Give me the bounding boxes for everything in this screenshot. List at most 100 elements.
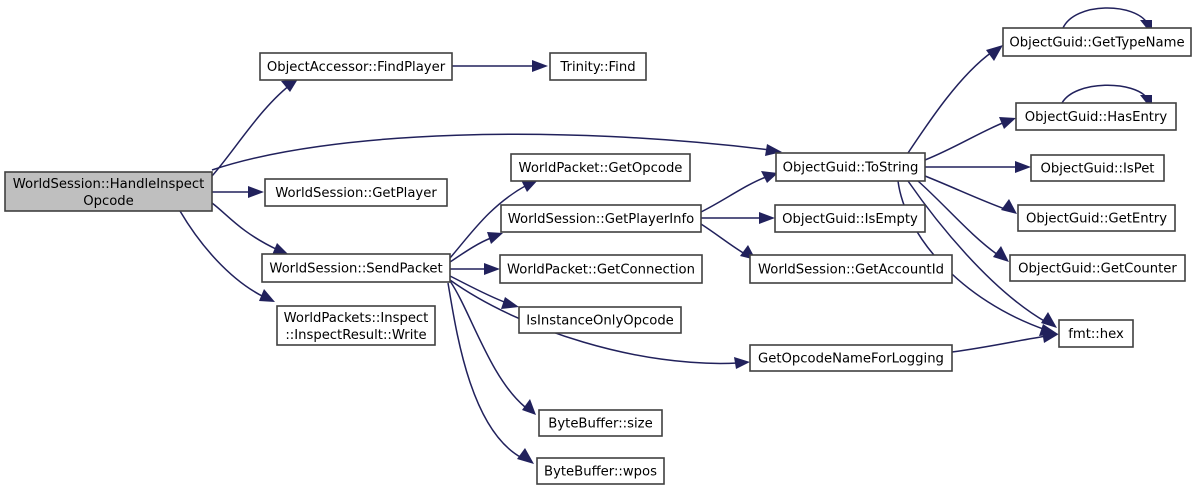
node-label-findplayer: ObjectAccessor::FindPlayer xyxy=(267,60,446,75)
node-box-ispet[interactable] xyxy=(1030,154,1165,182)
edge-sendpacket-to-getplayerinfo xyxy=(449,237,492,263)
edge-root-to-findplayer xyxy=(211,81,295,177)
edge-tostring-to-fmthex xyxy=(907,180,1047,323)
node-ispet[interactable]: ObjectGuid::IsPet xyxy=(1030,154,1165,182)
arrowhead-root-to-findplayer xyxy=(281,79,298,92)
edge-opcodename-to-fmthex xyxy=(951,335,1048,353)
arrowhead-tostring-to-getcounter xyxy=(993,246,1009,262)
edge-root-to-inspwrite xyxy=(179,210,265,298)
node-label-isinstance: IsInstanceOnlyOpcode xyxy=(526,314,674,329)
node-getcounter[interactable]: ObjectGuid::GetCounter xyxy=(1009,254,1186,282)
edge-tostring-to-typename xyxy=(907,51,993,154)
arrowhead-sendpacket-to-bbwpos xyxy=(517,448,534,464)
node-label-getconn: WorldPacket::GetConnection xyxy=(507,263,695,278)
node-label-tostring: ObjectGuid::ToString xyxy=(783,161,919,176)
node-label-accountid: WorldSession::GetAccountId xyxy=(758,263,944,278)
node-bbwpos[interactable]: ByteBuffer::wpos xyxy=(536,457,665,485)
node-box-getplayerinfo[interactable] xyxy=(500,204,702,233)
node-box-trinityfind[interactable] xyxy=(549,52,647,81)
node-label-getentry: ObjectGuid::GetEntry xyxy=(1026,212,1167,227)
node-box-getcounter[interactable] xyxy=(1009,254,1186,282)
edges-layer xyxy=(179,7,1152,464)
node-box-bbsize[interactable] xyxy=(538,409,663,437)
node-fmthex[interactable]: fmt::hex xyxy=(1058,319,1134,348)
arrowhead-root-to-getplayer xyxy=(248,186,264,198)
node-box-findplayer[interactable] xyxy=(259,52,453,81)
node-isinstance[interactable]: IsInstanceOnlyOpcode xyxy=(518,306,682,334)
node-label-hasentry: ObjectGuid::HasEntry xyxy=(1025,110,1168,125)
edge-sendpacket-to-getopcode xyxy=(449,184,528,259)
node-label-getopcode: WorldPacket::GetOpcode xyxy=(519,161,683,176)
node-label-inspwrite-line2: ::InspectResult::Write xyxy=(285,328,426,343)
arrowhead-tostring-to-typename xyxy=(986,45,1003,61)
node-box-accountid[interactable] xyxy=(749,254,953,284)
arrowhead-sendpacket-to-getopcode xyxy=(521,180,538,192)
arrowhead-getplayerinfo-to-tostring xyxy=(761,171,778,183)
arrowhead-getplayerinfo-to-isempty xyxy=(759,212,775,224)
arrowhead-sendpacket-to-bbsize xyxy=(522,399,536,415)
node-getentry[interactable]: ObjectGuid::GetEntry xyxy=(1017,204,1176,232)
node-box-isempty[interactable] xyxy=(774,204,926,233)
edge-hasentry-to-hasentry xyxy=(1061,84,1149,104)
node-getplayer[interactable]: WorldSession::GetPlayer xyxy=(264,178,448,207)
edge-tostring-to-getcounter xyxy=(917,180,999,256)
node-inspwrite[interactable]: WorldPackets::Inspect::InspectResult::Wr… xyxy=(276,305,436,346)
node-opcodename[interactable]: GetOpcodeNameForLogging xyxy=(749,344,953,372)
edge-getplayerinfo-to-accountid xyxy=(700,223,746,255)
node-label-getplayer: WorldSession::GetPlayer xyxy=(275,186,437,201)
edge-typename-to-typename xyxy=(1062,7,1149,29)
node-label-sendpacket: WorldSession::SendPacket xyxy=(269,262,442,277)
edge-sendpacket-to-bbsize xyxy=(449,280,526,408)
node-hasentry[interactable]: ObjectGuid::HasEntry xyxy=(1015,102,1177,131)
arrowhead-tostring-to-ispet xyxy=(1015,161,1031,173)
node-box-getentry[interactable] xyxy=(1017,204,1176,232)
node-label-opcodename: GetOpcodeNameForLogging xyxy=(758,352,944,367)
node-box-getopcode[interactable] xyxy=(510,153,691,182)
node-tostring[interactable]: ObjectGuid::ToString xyxy=(775,152,926,182)
edge-sendpacket-to-bbwpos xyxy=(447,282,523,459)
arrowhead-sendpacket-to-isinstance xyxy=(501,297,519,309)
node-label-getcounter: ObjectGuid::GetCounter xyxy=(1018,262,1177,277)
edge-sendpacket-to-isinstance xyxy=(449,275,508,304)
node-box-root[interactable] xyxy=(4,171,213,212)
node-box-tostring[interactable] xyxy=(775,152,926,182)
edge-sendpacket-to-opcodename xyxy=(449,279,739,365)
node-sendpacket[interactable]: WorldSession::SendPacket xyxy=(261,253,451,283)
node-box-fmthex[interactable] xyxy=(1058,319,1134,348)
node-label-root-line2: Opcode xyxy=(83,194,134,209)
arrowhead-tostring-to-hasentry xyxy=(999,117,1016,129)
node-label-bbwpos: ByteBuffer::wpos xyxy=(544,465,657,480)
node-label-typename: ObjectGuid::GetTypeName xyxy=(1009,36,1184,51)
node-findplayer[interactable]: ObjectAccessor::FindPlayer xyxy=(259,52,453,81)
node-box-inspwrite[interactable] xyxy=(276,305,436,346)
node-label-fmthex: fmt::hex xyxy=(1068,327,1124,342)
node-box-getconn[interactable] xyxy=(499,254,703,284)
arrowhead-opcodename-to-fmthex xyxy=(1042,331,1059,343)
node-getopcode[interactable]: WorldPacket::GetOpcode xyxy=(510,153,691,182)
edge-getplayerinfo-to-tostring xyxy=(700,176,767,213)
node-typename[interactable]: ObjectGuid::GetTypeName xyxy=(1002,27,1192,57)
node-getconn[interactable]: WorldPacket::GetConnection xyxy=(499,254,703,284)
node-label-isempty: ObjectGuid::IsEmpty xyxy=(782,212,918,227)
node-box-getplayer[interactable] xyxy=(264,178,448,207)
node-box-isinstance[interactable] xyxy=(518,306,682,334)
edge-tostring-to-getentry xyxy=(924,175,1006,210)
edge-root-to-sendpacket xyxy=(211,202,279,251)
node-getplayerinfo[interactable]: WorldSession::GetPlayerInfo xyxy=(500,204,702,233)
node-box-sendpacket[interactable] xyxy=(261,253,451,283)
edge-tostring-to-hasentry xyxy=(924,121,1006,161)
node-label-trinityfind: Trinity::Find xyxy=(559,60,635,75)
node-box-opcodename[interactable] xyxy=(749,344,953,372)
node-box-hasentry[interactable] xyxy=(1015,102,1177,131)
node-bbsize[interactable]: ByteBuffer::size xyxy=(538,409,663,437)
node-trinityfind[interactable]: Trinity::Find xyxy=(549,52,647,81)
node-box-bbwpos[interactable] xyxy=(536,457,665,485)
node-label-bbsize: ByteBuffer::size xyxy=(548,417,652,432)
node-isempty[interactable]: ObjectGuid::IsEmpty xyxy=(774,204,926,233)
node-accountid[interactable]: WorldSession::GetAccountId xyxy=(749,254,953,284)
arrowhead-sendpacket-to-getplayerinfo xyxy=(487,232,503,244)
node-box-typename[interactable] xyxy=(1002,27,1192,57)
